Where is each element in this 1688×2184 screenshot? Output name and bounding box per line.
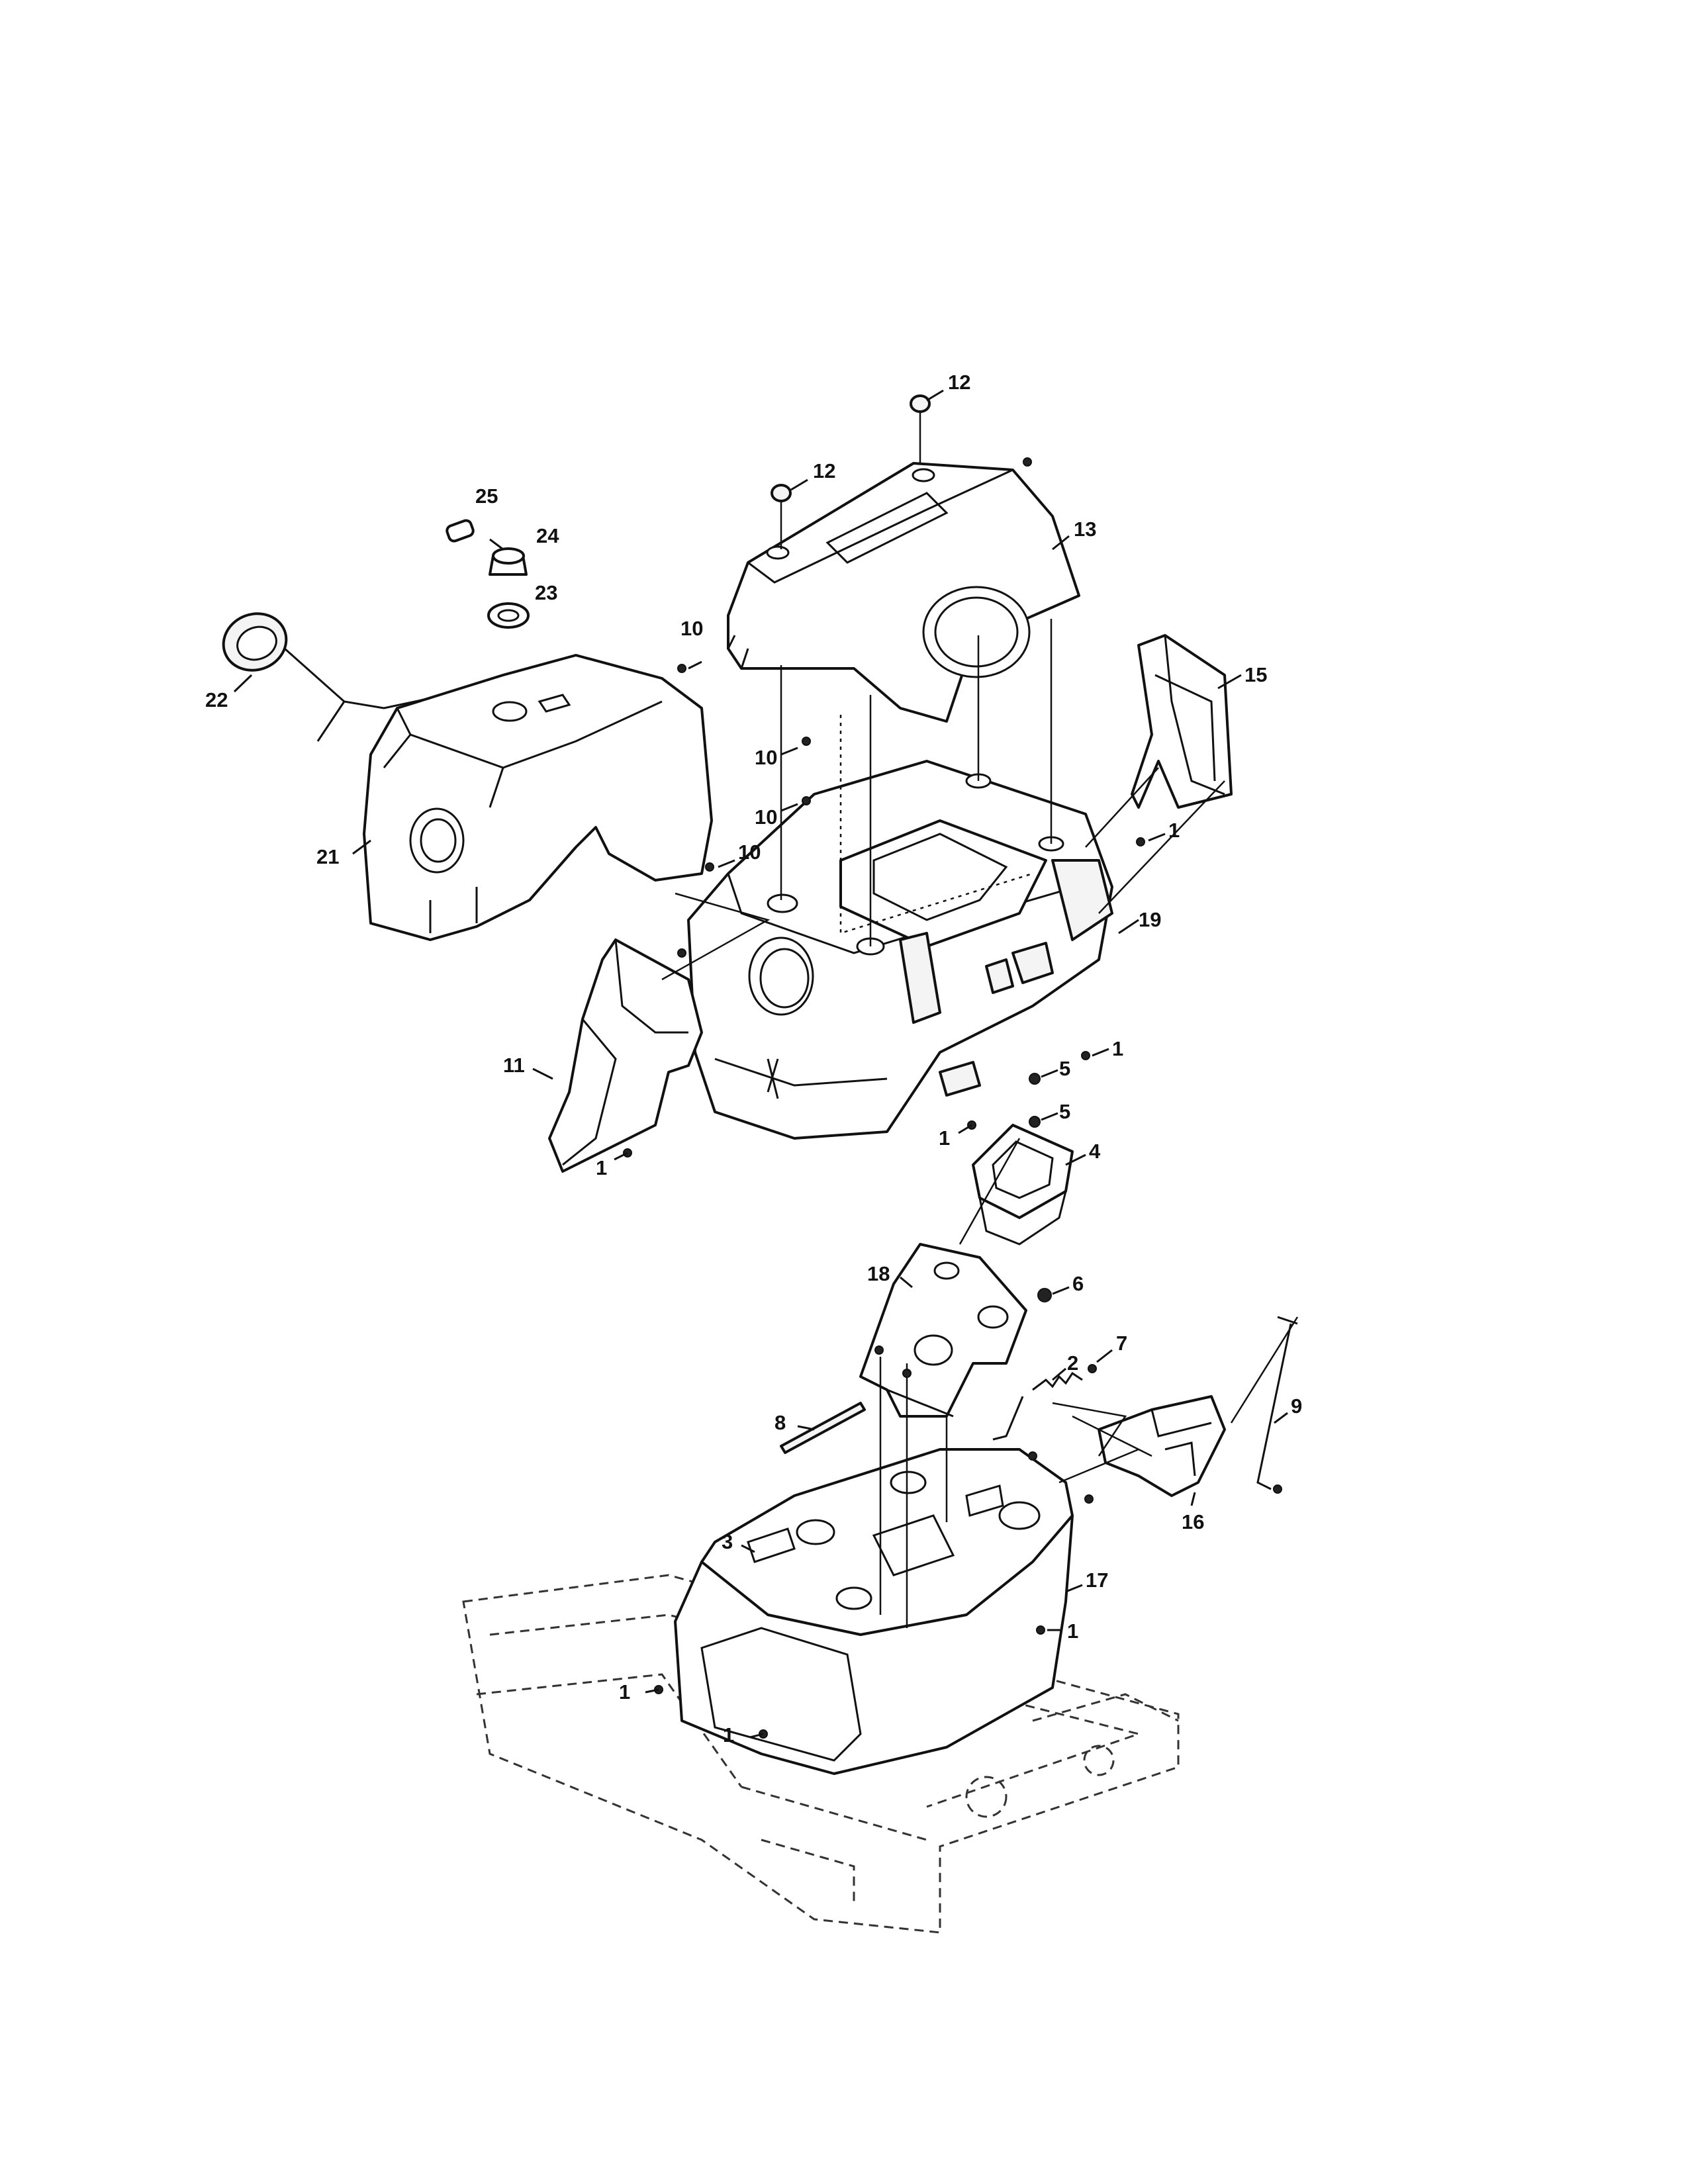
- callout-label: 18: [867, 1262, 890, 1285]
- callout-label: 12: [948, 371, 970, 394]
- callout-label: 5: [1059, 1100, 1070, 1123]
- bracket-plate: [859, 1243, 1027, 1418]
- callout-label: 7: [1116, 1332, 1127, 1355]
- callout-label: 23: [535, 581, 557, 604]
- callout-label: 24: [536, 524, 559, 547]
- callout-label: 1: [939, 1126, 950, 1150]
- callout-label: 1: [619, 1680, 630, 1704]
- callout-label: 21: [316, 845, 339, 868]
- callout-label: 1: [1067, 1619, 1078, 1643]
- left-side-panel: [548, 938, 703, 1173]
- main-dash-panel: [687, 760, 1113, 1140]
- spring: [992, 1371, 1083, 1441]
- callout-label: 13: [1074, 518, 1096, 541]
- callout-label: 6: [1072, 1272, 1084, 1295]
- fuel-cap-gauge: [222, 612, 431, 742]
- callout-label: 17: [1086, 1569, 1108, 1592]
- callout-label: 1: [723, 1723, 734, 1747]
- callout-label: 25: [475, 484, 498, 508]
- callout-label: 1: [1168, 819, 1180, 842]
- callout-label: 10: [738, 841, 761, 864]
- callout-label: 22: [205, 688, 228, 711]
- knob-caps: [771, 394, 931, 549]
- callout-label: 10: [755, 746, 777, 769]
- chassis-frame: [462, 1574, 1180, 1934]
- callout-label: 16: [1182, 1510, 1204, 1533]
- filler-components: [445, 519, 530, 629]
- lower-console: [674, 1448, 1074, 1775]
- callout-label: 1: [596, 1156, 607, 1179]
- switch-housing: [1098, 1395, 1226, 1497]
- callout-label: 1: [1112, 1037, 1123, 1060]
- callout-label: 2: [1067, 1351, 1078, 1375]
- callout-labels: 12 12 13 25 24 23 22 21 10 10 10 10 15 1…: [205, 371, 1302, 1747]
- fuel-tank: [363, 654, 713, 941]
- callout-label: 10: [680, 617, 703, 640]
- callout-label: 9: [1291, 1394, 1302, 1418]
- callout-label: 10: [755, 805, 777, 829]
- callout-label: 3: [722, 1530, 733, 1553]
- callout-label: 4: [1089, 1140, 1101, 1163]
- callout-label: 5: [1059, 1057, 1070, 1080]
- callout-label: 15: [1244, 663, 1267, 686]
- callout-label: 8: [774, 1411, 786, 1434]
- callout-label: 19: [1139, 908, 1161, 931]
- callout-label: 12: [813, 459, 835, 482]
- pin: [780, 1402, 866, 1454]
- tray: [972, 1124, 1074, 1246]
- upper-dash-cover: [727, 462, 1080, 723]
- leader-lines: [233, 389, 1288, 1739]
- right-side-panel: [1131, 634, 1233, 809]
- callout-label: 11: [503, 1054, 525, 1077]
- assembly-guide-lines: [661, 619, 1299, 1628]
